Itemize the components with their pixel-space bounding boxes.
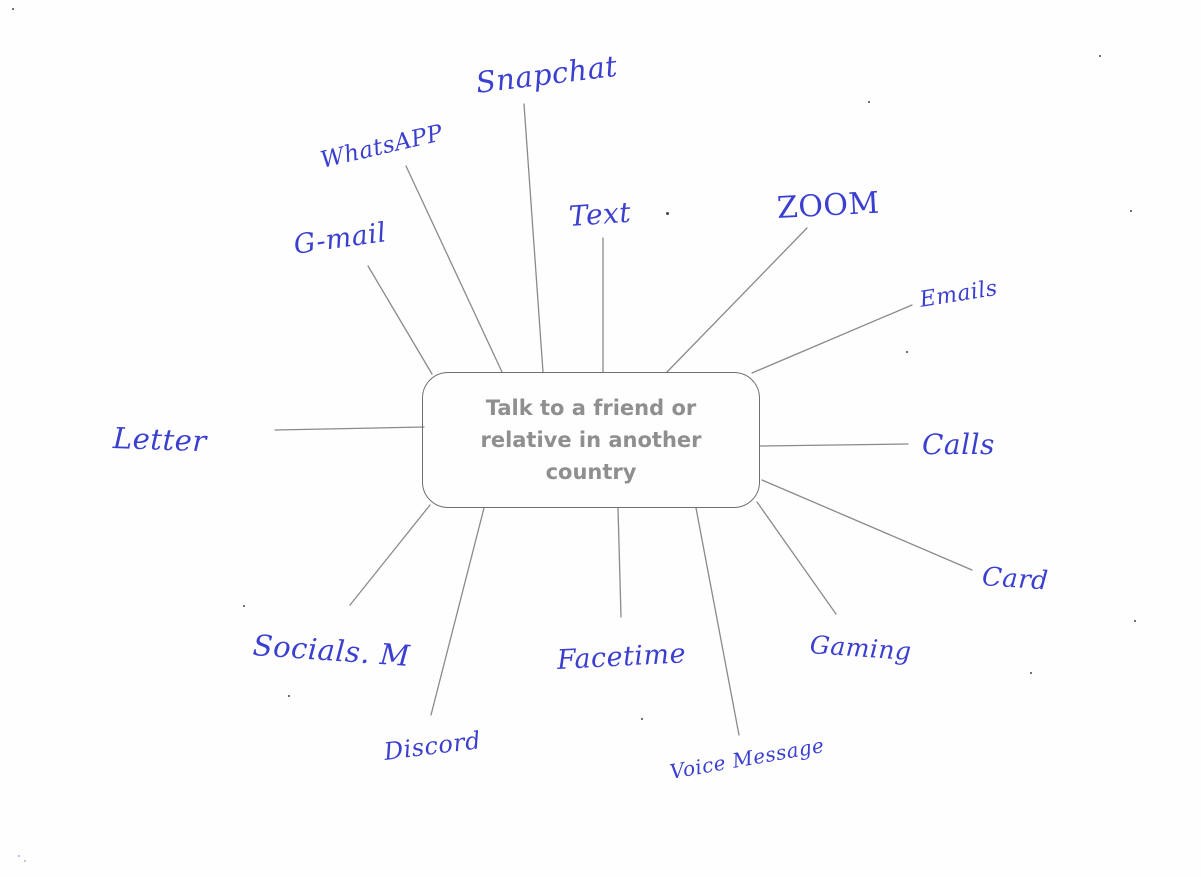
paper-speck [1134,620,1136,622]
paper-speck [1099,55,1101,57]
paper-speck [12,8,14,10]
line-socials [349,504,431,606]
node-zoom: ZOOM [776,185,881,226]
line-gmail [367,265,433,375]
line-calls [759,443,909,447]
central-topic-box: Talk to a friend or relative in another … [422,372,760,508]
line-gaming [756,501,837,615]
paper-speck [288,695,290,697]
line-zoom [666,227,808,373]
paper-speck [641,718,643,720]
paper-speck [18,855,20,857]
central-topic-label: Talk to a friend or relative in another … [480,396,702,484]
line-letter [274,426,425,431]
paper-speck [1130,210,1132,212]
node-text: Text [567,195,633,233]
line-voice [695,507,740,736]
node-card: Card [980,562,1050,597]
line-snapchat [523,103,544,373]
line-card [761,479,973,571]
line-emails [751,304,913,374]
paper-speck [243,605,245,607]
line-discord [430,507,485,716]
paper-speck [666,212,669,215]
paper-speck [906,351,908,353]
paper-speck [1030,672,1032,674]
line-whatsapp [405,165,503,373]
paper-speck [24,860,26,862]
line-facetime [617,507,622,618]
node-letter: Letter [112,421,208,459]
node-calls: Calls [922,428,995,461]
paper-speck [868,101,870,103]
